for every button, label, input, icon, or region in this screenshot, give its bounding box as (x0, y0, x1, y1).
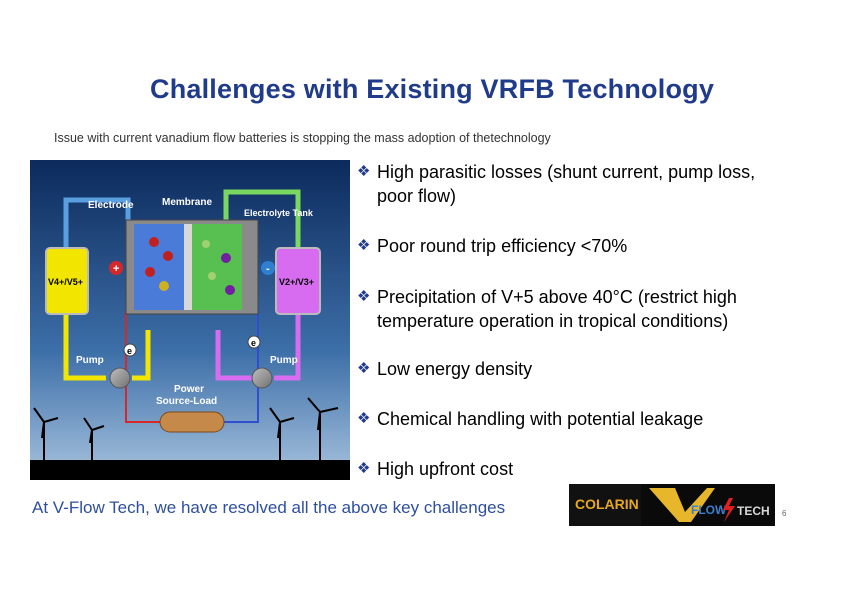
pipe-right-top (223, 189, 301, 250)
page-number: 6 (782, 509, 787, 518)
pipe-right-bottom (274, 312, 301, 381)
slide-subtitle: Issue with current vanadium flow batteri… (54, 131, 551, 145)
left-pump (109, 367, 131, 389)
membrane (184, 224, 192, 310)
colarin-logo (569, 484, 641, 526)
negative-terminal (261, 261, 275, 275)
list-item: ❖ High parasitic losses (shunt current, … (357, 162, 756, 206)
electron-left-label: e (127, 346, 132, 356)
pipe-left-bottom (63, 312, 106, 381)
list-item: ❖ High upfront cost (357, 459, 514, 479)
list-item: ❖ Precipitation of V+5 above 40°C (restr… (357, 287, 737, 331)
positive-terminal (109, 261, 123, 275)
diamond-bullet-icon: ❖ (357, 163, 371, 180)
minus-sign: - (266, 263, 270, 275)
left-tank-label: V4+/V5+ (48, 277, 83, 287)
diamond-bullet-icon: ❖ (357, 410, 371, 427)
power-label: Power (174, 384, 204, 395)
source-load-label: Source-Load (156, 396, 217, 407)
list-item: ❖ Low energy density (357, 359, 533, 379)
left-tank (45, 247, 89, 315)
electron-right-label: e (251, 338, 256, 348)
vrfb-diagram: Electrode Membrane Electrolyte Tank V4+/… (30, 160, 350, 480)
electrolyte-tank-label: Electrolyte Tank (244, 208, 314, 218)
right-tank (275, 247, 321, 315)
list-item: ❖ Poor round trip efficiency <70% (357, 236, 628, 256)
positive-half-cell (134, 224, 184, 310)
diamond-bullet-icon: ❖ (357, 288, 371, 305)
colarin-logo-text: COLARIN (575, 496, 639, 512)
pipe-right-return (215, 330, 252, 381)
left-pump-label: Pump (76, 355, 104, 366)
list-item: ❖ Chemical handling with potential leaka… (357, 409, 704, 429)
tech-logo-text: TECH (737, 504, 770, 518)
electron-right (247, 335, 261, 349)
plus-sign: + (113, 263, 119, 275)
pipe-left-return (132, 330, 151, 381)
right-pump-label: Pump (270, 355, 298, 366)
diamond-bullet-icon: ❖ (357, 460, 371, 477)
wind-turbines (33, 397, 339, 460)
right-pump (251, 367, 273, 389)
logo-svg: COLARIN FLOW TECH (569, 484, 775, 526)
vflow-logo-text: FLOW (691, 503, 727, 517)
slide-title: Challenges with Existing VRFB Technology (150, 74, 715, 104)
v-mark-icon (649, 488, 715, 522)
electrode-label: Electrode (88, 200, 134, 211)
negative-half-cell (192, 224, 242, 310)
diamond-bullet-icon: ❖ (357, 360, 371, 377)
ground (30, 460, 350, 480)
diamond-bullet-icon: ❖ (357, 237, 371, 254)
pipe-left-top (63, 197, 131, 250)
lightning-bolt-icon (723, 498, 735, 522)
company-logos: COLARIN FLOW TECH (569, 484, 775, 526)
footer-message: At V-Flow Tech, we have resolved all the… (32, 498, 506, 517)
membrane-label: Membrane (162, 197, 212, 208)
power-load (159, 411, 225, 433)
ions (145, 237, 235, 295)
electron-left (123, 343, 137, 357)
wire-negative (224, 310, 259, 423)
vrfb-diagram-svg: Electrode Membrane Electrolyte Tank V4+/… (30, 160, 350, 480)
right-tank-label: V2+/V3+ (279, 277, 314, 287)
